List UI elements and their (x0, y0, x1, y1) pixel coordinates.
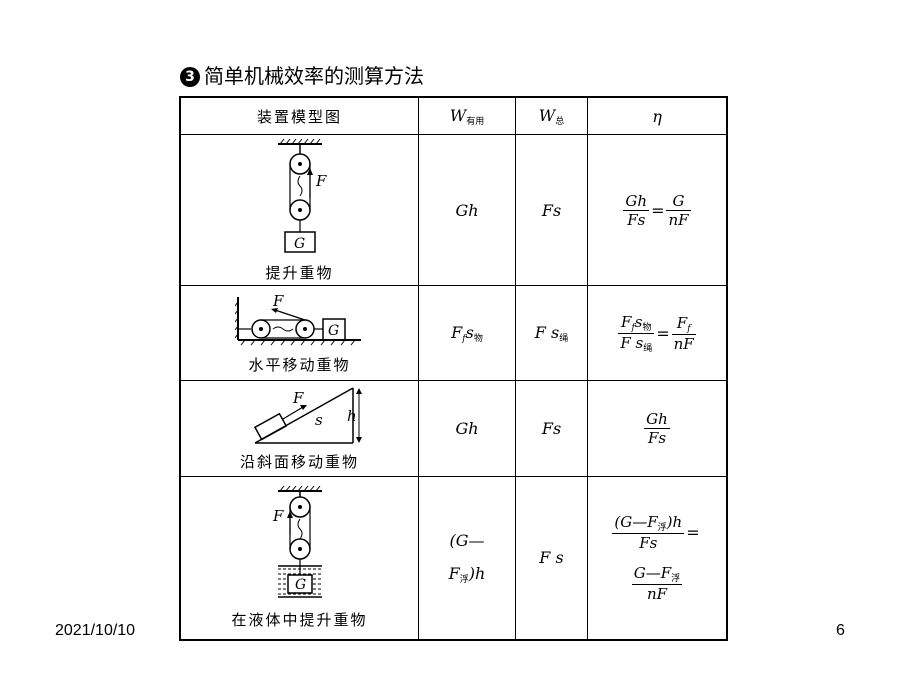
w-useful-cell: Gh (418, 380, 516, 477)
footer-date: 2021/10/10 (55, 622, 136, 639)
svg-text:F: F (272, 292, 284, 310)
model-caption: 在液体中提升重物 (231, 611, 368, 630)
w-total-cell: Fs (515, 380, 588, 477)
svg-text:s: s (315, 411, 323, 429)
w-total-cell: Fs (515, 134, 588, 286)
w-total-cell: F s (515, 476, 588, 640)
model-cell: F G 提升重物 (179, 134, 419, 286)
header-w-useful: W有用 (418, 96, 516, 135)
svg-text:h: h (347, 407, 357, 425)
incline-diagram: F s h (253, 387, 362, 444)
svg-text:G: G (295, 577, 306, 593)
svg-text:F: F (272, 507, 284, 525)
header-row: 装置模型图 W有用 W总 η (179, 96, 728, 135)
page-number: 6 (836, 622, 845, 639)
liquid-pulley-diagram: F G (272, 485, 322, 598)
efficiency-table: 装置模型图 W有用 W总 η F G 提升重物 (179, 96, 728, 641)
model-cell: F G 在液体中提升重物 (179, 476, 419, 640)
svg-text:G: G (328, 323, 339, 339)
header-w-total: W总 (515, 96, 588, 135)
w-total-cell: F s绳 (515, 285, 588, 381)
heading-title: 简单机械效率的测算方法 (204, 64, 424, 88)
model-caption: 沿斜面移动重物 (239, 453, 359, 471)
w-useful-cell: Gh (418, 134, 516, 286)
model-caption: 提升重物 (265, 263, 334, 282)
header-model: 装置模型图 (179, 96, 419, 135)
header-eta: η (587, 96, 728, 135)
horizontal-pulley-diagram: F G (234, 292, 361, 345)
force-label: F (315, 172, 327, 190)
w-useful-cell: Ffs物 (418, 285, 516, 381)
model-cell: F s h 沿斜面移动重物 (179, 380, 419, 477)
model-caption: 水平移动重物 (248, 355, 351, 374)
w-useful-cell: (G— F浮)h (418, 476, 516, 640)
weight-label: G (294, 236, 305, 252)
pulley-lift-diagram: F G (277, 138, 327, 253)
svg-text:F: F (292, 389, 304, 407)
model-cell: F G 水平移动重物 (179, 285, 419, 381)
heading-number: 3 (180, 67, 200, 87)
